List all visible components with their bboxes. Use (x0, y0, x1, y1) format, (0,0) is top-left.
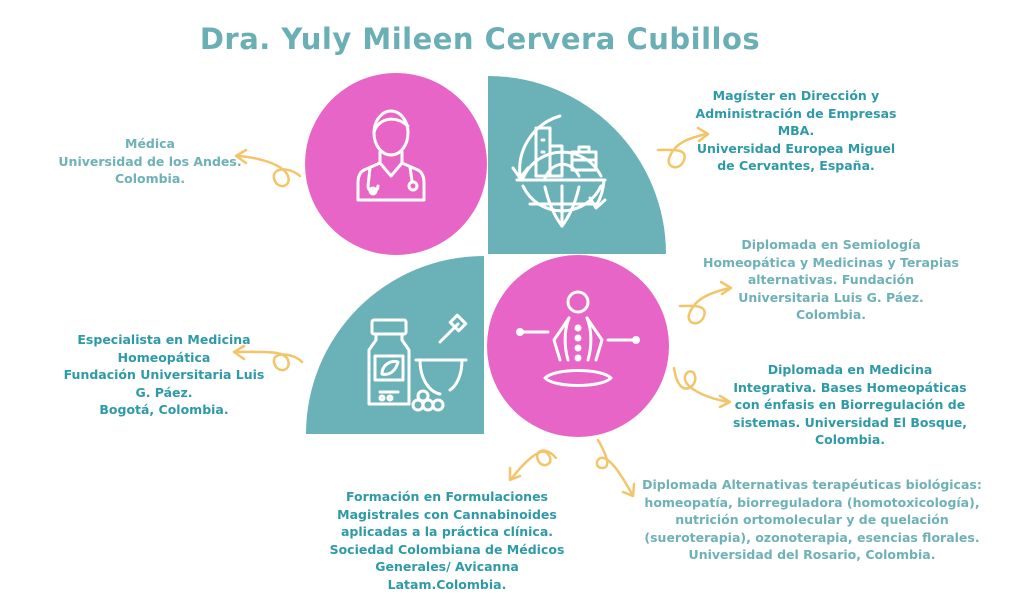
arrow-to-item-5 (672, 366, 732, 409)
medicine-bottle-mortar-icon (367, 313, 468, 412)
item-3-text: Diplomada en Semiología Homeopática y Me… (703, 237, 959, 322)
arrow-to-item-6 (508, 449, 558, 482)
item-6-text: Formación en Formulaciones Magistrales c… (329, 489, 565, 592)
item-2-text: Magíster en Dirección y Administración d… (695, 88, 897, 173)
item-5-text: Diplomada en Medicina Integrativa. Bases… (733, 362, 967, 447)
meditation-icon (516, 290, 640, 387)
arrow-to-item-7 (595, 438, 636, 498)
doctor-icon (356, 109, 426, 202)
bottom-left-quarter (306, 256, 484, 434)
top-right-quarter (488, 76, 666, 254)
arrow-to-item-2 (656, 126, 710, 169)
item-7-text: Diplomada Alternativas terapéuticas biol… (642, 477, 982, 562)
arrow-to-item-1 (234, 148, 302, 188)
arrow-to-item-4 (232, 344, 304, 372)
global-business-icon (511, 114, 607, 228)
top-left-circle (305, 73, 487, 255)
item-4-text: Especialista en Medicina Homeopática Fun… (63, 332, 265, 417)
arrow-to-item-3 (678, 280, 733, 325)
item-1-text: Médica Universidad de los Andes. Colombi… (58, 136, 242, 186)
page-title: Dra. Yuly Mileen Cervera Cubillos (199, 22, 761, 56)
